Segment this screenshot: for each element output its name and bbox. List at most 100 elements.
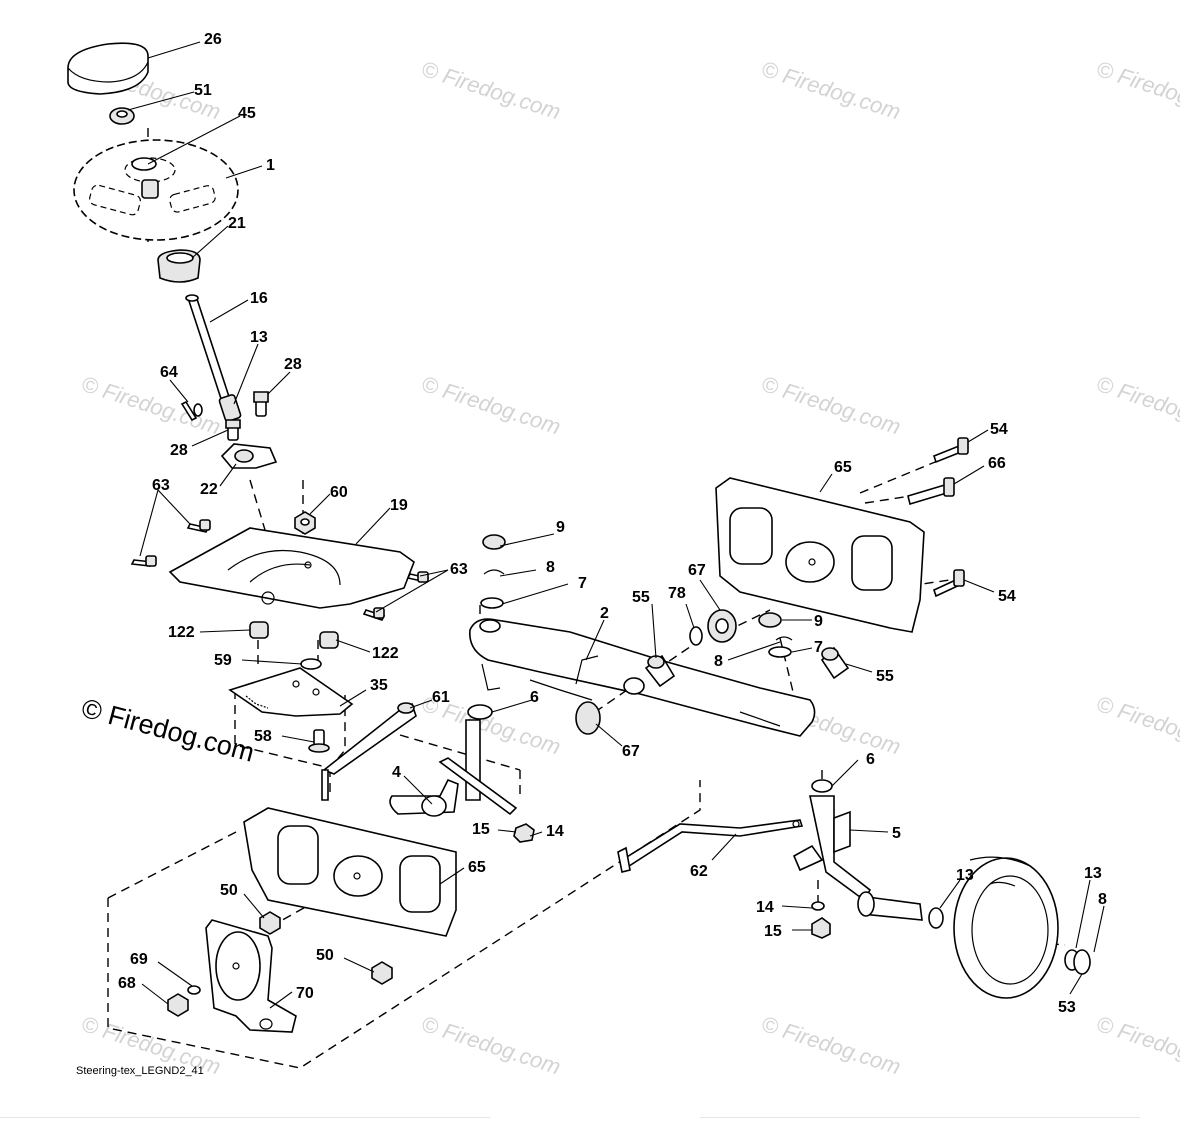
callout-labels: 26 51 45 1 21 16 13 64 28 28 22 60 19 63… <box>118 31 1107 1016</box>
callout-55: 55 <box>632 589 650 606</box>
washer <box>689 626 703 646</box>
jam-nut <box>513 823 535 843</box>
watermark: © Firedog.com <box>758 56 903 124</box>
callout-8: 8 <box>714 653 723 670</box>
callout-58: 58 <box>254 728 272 745</box>
callout-15: 15 <box>764 923 782 940</box>
callout-13: 13 <box>250 329 268 346</box>
callout-67: 67 <box>688 562 706 579</box>
callout-78: 78 <box>668 585 686 602</box>
callout-28: 28 <box>170 442 188 459</box>
nut <box>167 911 393 1017</box>
callout-65: 65 <box>468 859 486 876</box>
callout-13: 13 <box>956 867 974 884</box>
callout-65: 65 <box>834 459 852 476</box>
watermark: © Firedog.com <box>418 1011 563 1079</box>
callout-51: 51 <box>194 82 212 99</box>
callout-66: 66 <box>988 455 1006 472</box>
callout-26: 26 <box>204 31 222 48</box>
upper-side-plate <box>715 477 925 633</box>
watermark: © Firedog.com <box>1093 691 1180 759</box>
callout-69: 69 <box>130 951 148 968</box>
callout-6: 6 <box>866 751 875 768</box>
callout-28: 28 <box>284 356 302 373</box>
callout-8: 8 <box>1098 891 1107 908</box>
callout-54: 54 <box>998 588 1016 605</box>
tie-rod <box>617 819 804 873</box>
washer <box>300 658 322 670</box>
callout-53: 53 <box>1058 999 1076 1016</box>
callout-22: 22 <box>200 481 218 498</box>
bushing-plate <box>220 443 278 469</box>
steering-shaft <box>185 294 242 422</box>
adapter-hub <box>157 249 201 283</box>
callout-70: 70 <box>296 985 314 1002</box>
divider <box>0 1117 490 1118</box>
steering-wheel <box>73 139 239 241</box>
callout-54: 54 <box>990 421 1008 438</box>
callout-63: 63 <box>152 477 170 494</box>
divider <box>700 1117 1140 1118</box>
watermark: © Firedog.com <box>418 56 563 124</box>
assembly-lines <box>107 128 1066 1069</box>
lower-side-plate <box>243 807 457 937</box>
axle-cap <box>482 534 782 628</box>
callout-5: 5 <box>892 825 901 842</box>
flat-washer <box>1073 949 1091 975</box>
callout-7: 7 <box>578 575 587 592</box>
callout-67: 67 <box>622 743 640 760</box>
washer <box>187 985 201 995</box>
callout-7: 7 <box>814 639 823 656</box>
callout-16: 16 <box>250 290 268 307</box>
firedog-watermark: © Firedog.com <box>78 693 257 768</box>
watermark: © Firedog.com <box>1093 371 1180 439</box>
callout-64: 64 <box>160 364 178 381</box>
callout-50: 50 <box>316 947 334 964</box>
front-axle <box>469 618 816 737</box>
spacer <box>644 646 850 688</box>
callout-15: 15 <box>472 821 490 838</box>
callout-19: 19 <box>390 497 408 514</box>
callout-60: 60 <box>330 484 348 501</box>
callout-62: 62 <box>690 863 708 880</box>
callout-1: 1 <box>266 157 275 174</box>
callout-9: 9 <box>814 613 823 630</box>
callout-2: 2 <box>600 605 609 622</box>
left-spindle <box>389 719 518 817</box>
callout-14: 14 <box>546 823 564 840</box>
watermark: © Firedog.com <box>78 371 223 439</box>
callout-68: 68 <box>118 975 136 992</box>
screw <box>130 519 430 621</box>
steering-wheel-cap <box>67 42 149 95</box>
callout-14: 14 <box>756 899 774 916</box>
callout-55: 55 <box>876 668 894 685</box>
pin <box>180 400 203 422</box>
watermark: © Firedog.com <box>1093 56 1180 124</box>
watermark: © Firedog.com <box>758 371 903 439</box>
bolt <box>225 391 269 441</box>
shoulder-bolt <box>308 729 330 753</box>
watermark: © Firedog.com <box>1093 1011 1180 1079</box>
flange-nut <box>294 511 316 535</box>
front-wheel <box>953 856 1059 999</box>
callout-6: 6 <box>530 689 539 706</box>
diagram-caption: Steering-tex_LEGND2_41 <box>76 1065 204 1077</box>
callout-13: 13 <box>1084 865 1102 882</box>
drag-link <box>321 702 417 801</box>
callout-50: 50 <box>220 882 238 899</box>
bumper <box>575 609 737 735</box>
callout-122: 122 <box>168 624 195 641</box>
right-spindle <box>792 795 923 921</box>
shoulder-bolt <box>907 437 969 598</box>
callout-35: 35 <box>370 677 388 694</box>
bracket <box>205 919 297 1033</box>
callout-59: 59 <box>214 652 232 669</box>
watermark: © Firedog.com <box>758 1011 903 1079</box>
callout-61: 61 <box>432 689 450 706</box>
hex-nut <box>109 107 135 125</box>
callout-63: 63 <box>450 561 468 578</box>
sector-gear <box>228 667 354 717</box>
flange-nut <box>811 917 831 939</box>
callout-8: 8 <box>546 559 555 576</box>
